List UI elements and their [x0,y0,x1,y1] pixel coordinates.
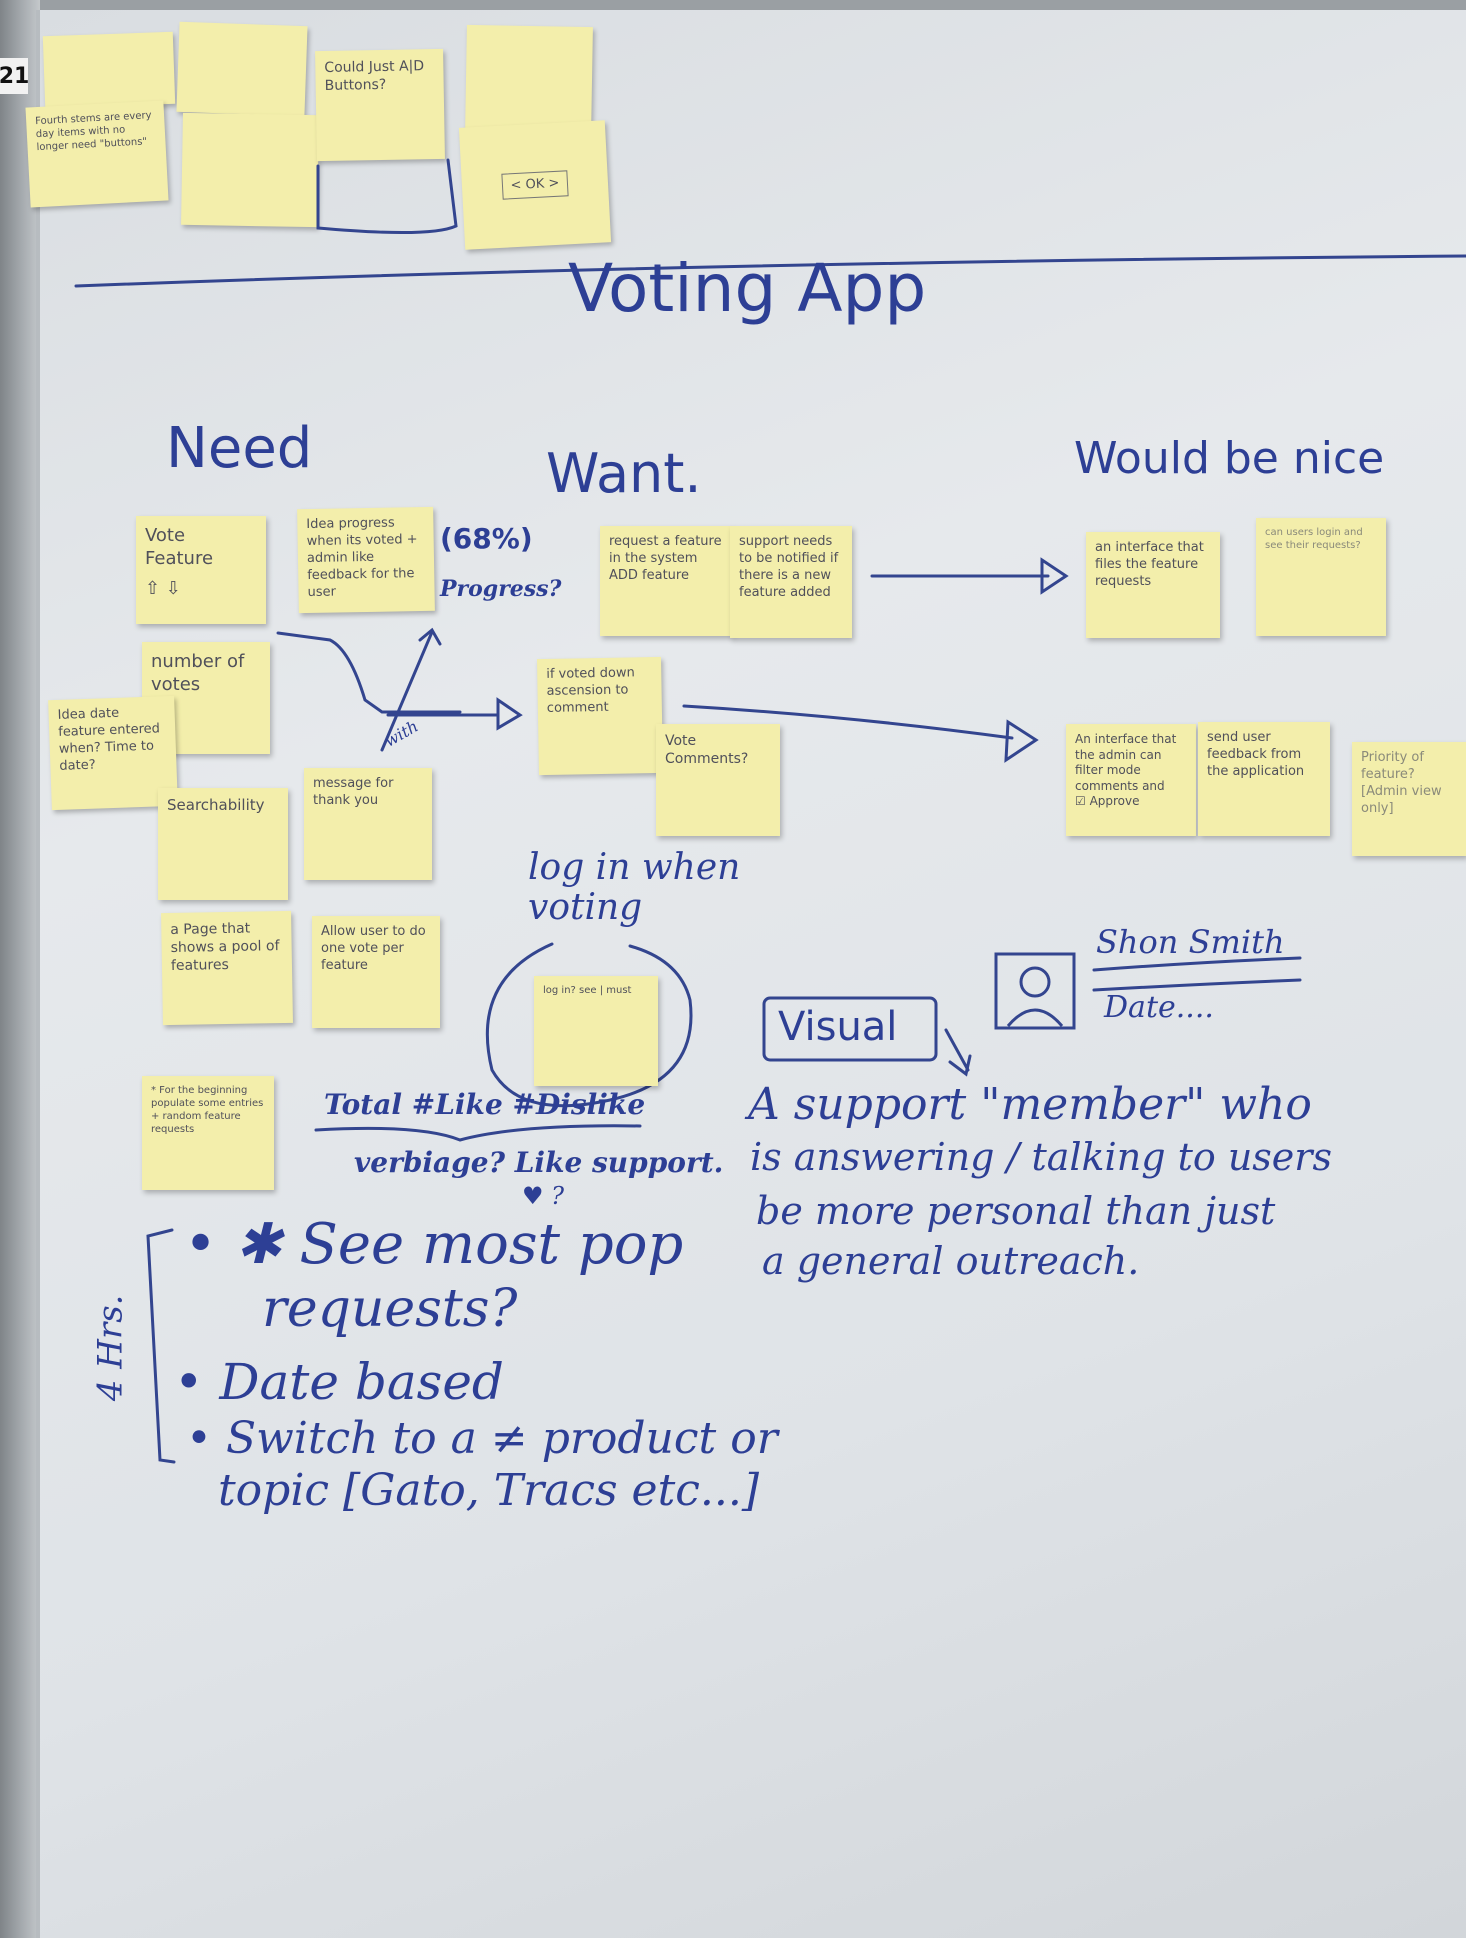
note-text: Idea date feature entered when? Time to … [57,705,161,774]
progress-percent: (68%) [440,522,533,555]
note-text: < OK > [500,169,570,201]
sticky-note-idea-progress: Idea progress when its voted + admin lik… [297,506,435,614]
whiteboard-frame [0,0,40,1938]
note-text: number of votes [151,651,245,696]
sticky-note-interface-files: an interface that files the feature requ… [1086,532,1220,638]
support-line-4: a general outreach. [762,1239,1140,1283]
sticky-note-top-2 [176,21,308,117]
visual-label: Visual [778,1004,898,1050]
note-text: Fourth stems are every day items with no… [34,110,152,154]
note-text: log in? see | must [543,985,632,996]
sticky-note-page-pool: a Page that shows a pool of features [161,910,293,1026]
sticky-note-admin-filter: An interface that the admin can filter m… [1066,724,1196,836]
note-text: a Page that shows a pool of features [170,920,280,975]
board-number-tag: 21 [0,58,29,94]
counts-line: Total #Like #Dislike [324,1088,646,1121]
note-text: Allow user to do one vote per feature [321,924,426,973]
note-text: can users login and see their requests? [1265,527,1363,551]
note-text: Vote Comments? [665,733,749,768]
sticky-note-top-dpad: < OK > [458,120,612,250]
note-text: if voted down ascension to comment [546,665,635,716]
note-text: Idea progress when its voted + admin lik… [306,515,418,600]
sticky-note-beginning: * For the beginning populate some entrie… [142,1076,274,1190]
bullet-item-3-cont: topic [Gato, Tracs etc...] [218,1465,760,1516]
note-text: request a feature in the system ADD feat… [609,534,722,583]
header-need: Need [166,416,313,481]
note-text: Priority of feature? [Admin view only] [1361,750,1442,816]
hours-label: 4 Hrs. [90,1294,131,1402]
support-line-2: is answering / talking to users [750,1135,1332,1179]
note-text: Vote Feature [145,525,214,570]
note-text: an interface that files the feature requ… [1095,540,1204,589]
sticky-note-top-1 [42,31,176,109]
note-text: send user feedback from the application [1207,730,1305,779]
bullet-item-3: • Switch to a ≠ product or [186,1413,778,1464]
note-text: Searchability [167,796,265,814]
vote-arrows-icon: ⇧ ⇩ [145,577,181,599]
note-text: message for thank you [313,776,394,808]
note-text: * For the beginning populate some entrie… [151,1085,264,1135]
sticky-note-users-login: can users login and see their requests? [1256,518,1386,636]
progress-question: Progress? [440,576,562,602]
sticky-note-login: log in? see | must [534,976,658,1086]
bullet-item-1: • ✱ See most pop [184,1212,684,1277]
note-text: Could Just A|D Buttons? [324,58,425,95]
header-would-be-nice: Would be nice [1074,433,1385,484]
sticky-note-vote-comments: Vote Comments? [656,724,780,836]
sticky-note-message: message for thank you [304,768,432,880]
bullet-item-2: • Date based [174,1353,504,1411]
sticky-note-top-buttons: Could Just A|D Buttons? [315,48,445,162]
sticky-note-support-notify: support needs to be notified if there is… [730,526,852,638]
sticky-note-voted-down: if voted down ascension to comment [536,656,664,776]
approve-checkbox-label: ☑ Approve [1075,794,1140,809]
verbiage-line: verbiage? Like support. [354,1146,724,1179]
page-title: Voting App [568,250,927,327]
sticky-note-top-5 [465,24,593,136]
profile-date: Date.... [1104,990,1214,1025]
sticky-note-searchability: Searchability [158,788,288,900]
heart-question: ♥ ? [522,1182,565,1210]
note-text-2: comments and [1075,778,1165,793]
sticky-note-top-3: Fourth stems are every day items with no… [25,100,169,208]
note-text: An interface that the admin can filter m… [1075,732,1177,778]
bullet-item-1-cont: requests? [262,1279,518,1339]
sticky-note-vote-feature: Vote Feature ⇧ ⇩ [136,516,266,624]
sticky-note-priority: Priority of feature? [Admin view only] [1352,742,1466,856]
sticky-note-top-4 [181,112,319,228]
sticky-note-request-feature: request a feature in the system ADD feat… [600,526,732,636]
sticky-note-one-vote: Allow user to do one vote per feature [312,916,440,1028]
support-line-1: A support "member" who [748,1079,1312,1130]
note-text: support needs to be notified if there is… [739,534,839,600]
profile-name: Shon Smith [1096,923,1285,961]
support-line-3: be more personal than just [756,1189,1276,1233]
login-heading: log in when voting [528,847,741,928]
header-want: Want. [546,442,702,505]
sticky-note-send-feedback: send user feedback from the application [1198,722,1330,836]
